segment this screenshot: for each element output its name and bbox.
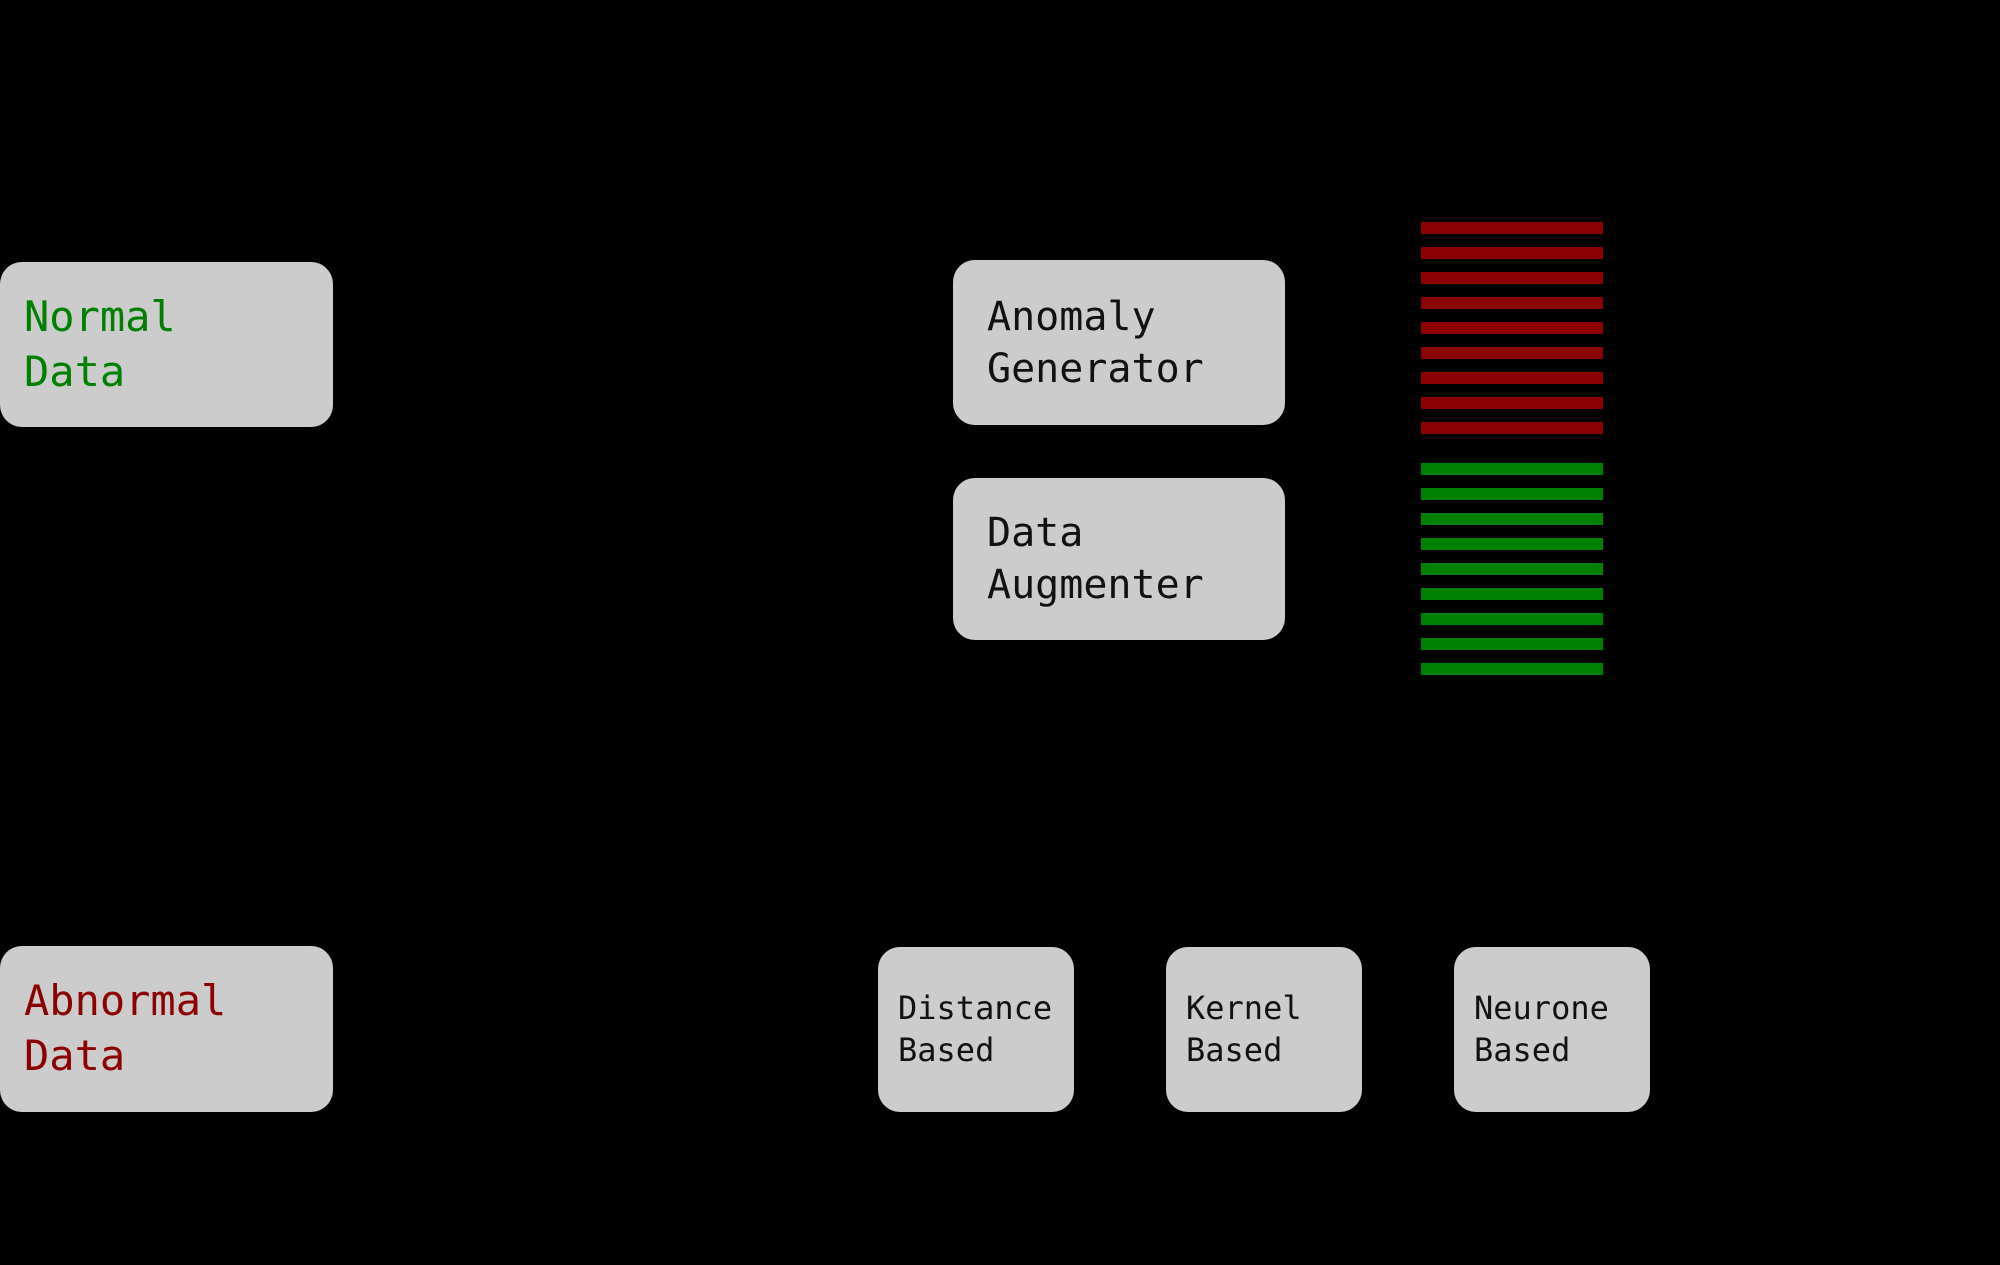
bar-anomalous-samples-1 <box>1421 222 1603 234</box>
bar-anomalous-samples-3 <box>1421 272 1603 284</box>
node-anomaly-generator-line-2: Generator <box>987 345 1204 392</box>
bar-normal-samples-4 <box>1421 538 1603 550</box>
bar-normal-samples-7 <box>1421 613 1603 625</box>
node-kernel-based-line-1: Kernel <box>1186 988 1302 1027</box>
mixed-sample-stack <box>1421 222 1603 688</box>
bar-anomalous-samples-5 <box>1421 322 1603 334</box>
node-neurone-based-line-1: Neurone <box>1474 988 1609 1027</box>
node-abnormal-data-line-2: Data <box>24 1031 126 1080</box>
node-neurone-based-line-2: Based <box>1474 1030 1571 1069</box>
node-distance-based-line-2: Based <box>898 1030 995 1069</box>
bar-anomalous-samples-8 <box>1421 397 1603 409</box>
node-data-augmenter-line-1: Data <box>987 510 1084 556</box>
bar-anomalous-samples-6 <box>1421 347 1603 359</box>
node-normal-data-line-1: Normal <box>24 291 176 341</box>
bar-normal-samples-1 <box>1421 463 1603 475</box>
node-anomaly-generator-line-1: Anomaly <box>987 293 1156 340</box>
node-data-augmenter-line-2: Augmenter <box>987 562 1204 608</box>
bar-normal-samples-5 <box>1421 563 1603 575</box>
bar-normal-samples-6 <box>1421 588 1603 600</box>
node-distance-based-line-1: Distance <box>898 988 1053 1027</box>
node-normal-data-line-2: Data <box>24 346 126 396</box>
bar-anomalous-samples-7 <box>1421 372 1603 384</box>
bar-normal-samples-2 <box>1421 488 1603 500</box>
bar-normal-samples-9 <box>1421 663 1603 675</box>
node-kernel-based-line-2: Based <box>1186 1030 1283 1069</box>
bar-anomalous-samples-4 <box>1421 297 1603 309</box>
bar-anomalous-samples-2 <box>1421 247 1603 259</box>
bar-normal-samples-3 <box>1421 513 1603 525</box>
node-abnormal-data-line-1: Abnormal <box>24 976 227 1026</box>
bar-normal-samples-8 <box>1421 638 1603 650</box>
bar-anomalous-samples-9 <box>1421 422 1603 434</box>
